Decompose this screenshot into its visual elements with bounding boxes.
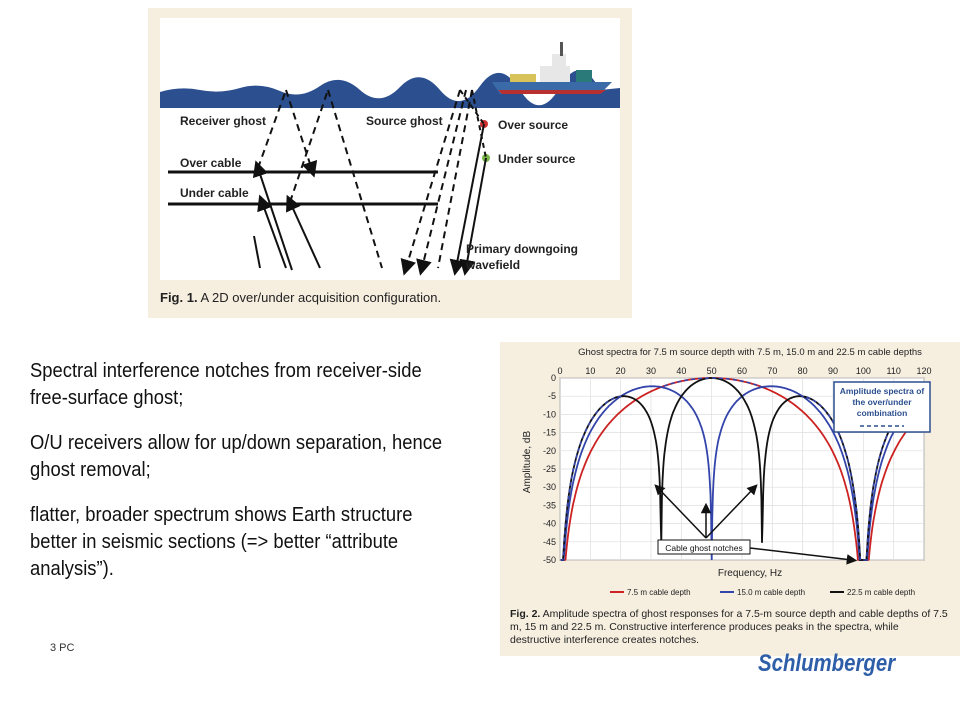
figure-1: Receiver ghost Source ghost Over source …	[148, 8, 632, 318]
legend-label: 7.5 m cable depth	[627, 588, 691, 597]
figure-2-caption-text: Amplitude spectra of ghost responses for…	[510, 608, 948, 646]
slide-body-text: Spectral interference notches from recei…	[30, 358, 462, 601]
x-tick-label: 100	[856, 366, 871, 376]
figure-1-caption-text: A 2D over/under acquisition configuratio…	[197, 290, 442, 305]
figure-2: Ghost spectra for 7.5 m source depth wit…	[500, 342, 960, 656]
y-tick-label: -25	[543, 464, 556, 474]
y-tick-label: -45	[543, 537, 556, 547]
sea-surface	[160, 70, 620, 108]
legend-label: 15.0 m cable depth	[737, 588, 805, 597]
x-tick-label: 20	[616, 366, 626, 376]
x-tick-label: 40	[676, 366, 686, 376]
body-paragraph-3: flatter, broader spectrum shows Earth st…	[30, 504, 413, 580]
y-tick-label: -15	[543, 428, 556, 438]
ship-icon	[492, 42, 612, 94]
under-cable-label: Under cable	[180, 186, 249, 200]
body-paragraph-2: O/U receivers allow for up/down separati…	[30, 432, 443, 481]
x-tick-label: 10	[585, 366, 595, 376]
source-ghost-rays	[400, 89, 487, 276]
y-tick-label: -40	[543, 519, 556, 529]
combination-box-line3: combination	[857, 408, 908, 418]
under-source-label: Under source	[498, 152, 576, 166]
chart-title: Ghost spectra for 7.5 m source depth wit…	[578, 347, 922, 358]
figure-2-caption-prefix: Fig. 2.	[510, 608, 541, 620]
primary-wavefield-label-line2: wavefield	[466, 258, 521, 272]
x-tick-label: 30	[646, 366, 656, 376]
chart-legend: 7.5 m cable depth 15.0 m cable depth 22.5 …	[610, 588, 915, 597]
x-tick-label: 50	[707, 366, 717, 376]
x-tick-label: 0	[557, 366, 562, 376]
y-tick-label: -10	[543, 409, 556, 419]
x-tick-label: 120	[916, 366, 931, 376]
body-paragraph-1: Spectral interference notches from recei…	[30, 360, 422, 409]
receiver-ghost-label: Receiver ghost	[180, 114, 267, 128]
y-tick-label: -30	[543, 482, 556, 492]
combination-box-line1: Amplitude spectra of	[840, 386, 925, 396]
x-axis-label: Frequency, Hz	[718, 568, 782, 579]
x-tick-label: 110	[886, 366, 900, 376]
chart-series	[560, 377, 924, 561]
x-tick-label: 70	[767, 366, 777, 376]
schlumberger-logo: Schlumberger	[758, 650, 896, 677]
y-tick-label: 0	[551, 373, 556, 383]
combination-line	[560, 377, 924, 561]
notch-label: Cable ghost notches	[665, 543, 743, 553]
figure-2-caption: Fig. 2. Amplitude spectra of ghost respo…	[510, 608, 950, 647]
y-tick-label: -35	[543, 500, 556, 510]
over-cable-label: Over cable	[180, 156, 242, 170]
x-tick-label: 60	[737, 366, 747, 376]
figure-1-caption: Fig. 1. A 2D over/under acquisition conf…	[160, 290, 441, 305]
chart-ticks: 0 10 20 30 40 50 60 70 80 90 100 110 120 0 -5 -10 -15 -20…	[543, 366, 932, 565]
x-tick-label: 80	[798, 366, 808, 376]
combination-box-line2: the over/under	[852, 397, 912, 407]
page-number: 3 PC	[50, 642, 75, 654]
y-axis-label: Amplitude, dB	[522, 431, 533, 494]
source-ghost-label: Source ghost	[366, 114, 443, 128]
figure-1-caption-prefix: Fig. 1.	[160, 290, 198, 305]
ghost-spectra-chart: Ghost spectra for 7.5 m source depth wit…	[522, 347, 932, 597]
y-tick-label: -20	[543, 446, 556, 456]
over-source-label: Over source	[498, 118, 569, 132]
legend-label: 22.5 m cable depth	[847, 588, 915, 597]
acquisition-diagram	[160, 42, 620, 276]
primary-wavefield-label-line1: Primary downgoing	[466, 242, 579, 256]
y-tick-label: -5	[548, 391, 556, 401]
chart-grid	[559, 377, 925, 561]
receiver-ghost-rays	[252, 89, 383, 271]
notch-annotation: Cable ghost notches	[654, 484, 858, 565]
y-tick-label: -50	[543, 555, 556, 565]
combination-legend-box: Amplitude spectra of the over/under comb…	[833, 381, 931, 433]
x-tick-label: 90	[828, 366, 838, 376]
figure-1-diagram: Receiver ghost Source ghost Over source …	[160, 18, 620, 280]
